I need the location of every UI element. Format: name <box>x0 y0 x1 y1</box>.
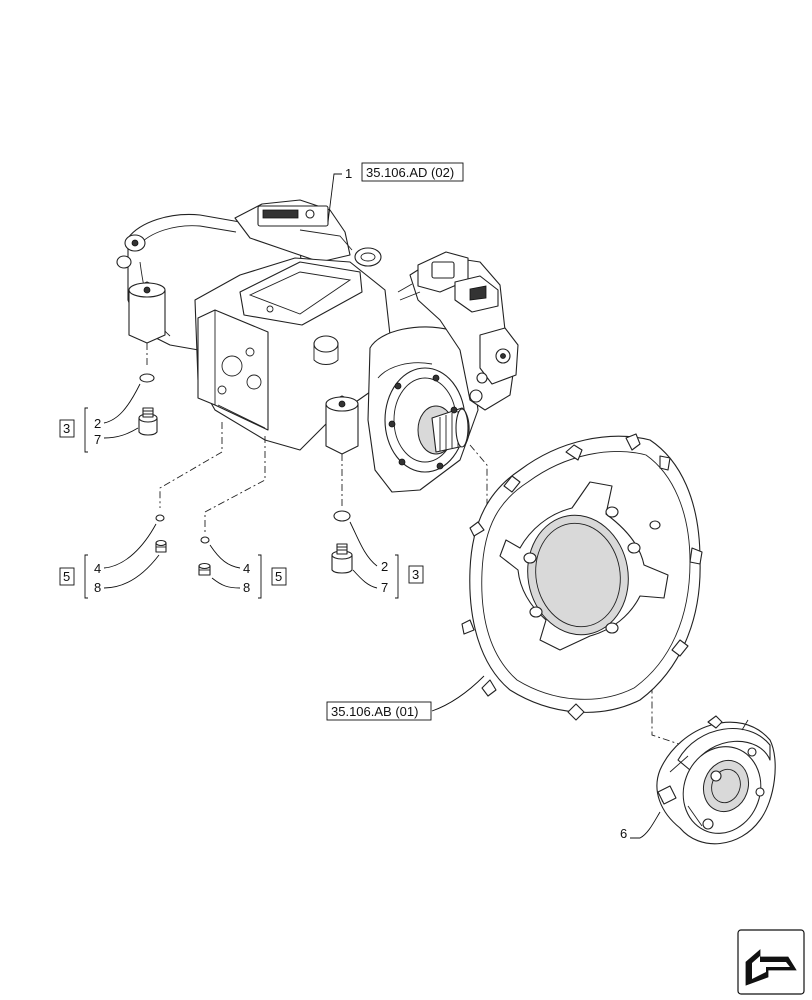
reference-box-upper <box>361 162 464 182</box>
callout-6: 6 <box>620 826 627 841</box>
callout-1: 1 <box>345 166 352 181</box>
hydraulic-pump-assembly-icon <box>116 199 519 493</box>
o-ring-icon <box>333 510 351 522</box>
group-5-left-box <box>59 567 75 586</box>
flywheel-housing-icon <box>461 433 703 721</box>
callout-2-left: 2 <box>94 416 101 431</box>
group-5-mid-box <box>271 567 287 586</box>
callout-group-right: 2 7 3 <box>331 510 424 599</box>
o-ring-icon <box>139 373 155 383</box>
reference-upper: 35.106.AD (02) <box>366 165 454 180</box>
plug-icon <box>198 562 211 576</box>
fitting-icon <box>138 407 158 436</box>
group-5-mid-label: 5 <box>275 569 282 584</box>
navigation-arrow-icon[interactable] <box>737 929 805 995</box>
group-3-left-label: 3 <box>63 421 70 436</box>
leader-flywheel <box>431 675 485 712</box>
leader-item-6 <box>630 811 661 839</box>
callout-7-left: 7 <box>94 432 101 447</box>
reference-box-flywheel <box>326 701 432 721</box>
plug-icon <box>155 539 167 553</box>
callout-2-right: 2 <box>381 559 388 574</box>
o-ring-icon <box>155 514 165 522</box>
callout-8-left: 8 <box>94 580 101 595</box>
group-5-left-label: 5 <box>63 569 70 584</box>
flexible-coupling-icon <box>656 715 776 845</box>
o-ring-icon <box>200 536 210 544</box>
centerlines <box>146 343 683 746</box>
group-3-right-box <box>408 565 424 584</box>
reference-flywheel: 35.106.AB (01) <box>331 704 418 719</box>
callout-group-left-upper: 2 7 3 <box>59 373 158 453</box>
callout-4-mid: 4 <box>243 561 250 576</box>
callout-8-mid: 8 <box>243 580 250 595</box>
leader-item-1 <box>327 173 342 223</box>
callout-7-right: 7 <box>381 580 388 595</box>
callout-group-left-lower: 4 8 5 <box>59 514 167 599</box>
group-3-left-box <box>59 419 75 438</box>
group-3-right-label: 3 <box>412 567 419 582</box>
callout-group-middle: 4 8 5 <box>198 536 287 599</box>
fitting-icon <box>331 543 353 574</box>
callout-4-left: 4 <box>94 561 101 576</box>
